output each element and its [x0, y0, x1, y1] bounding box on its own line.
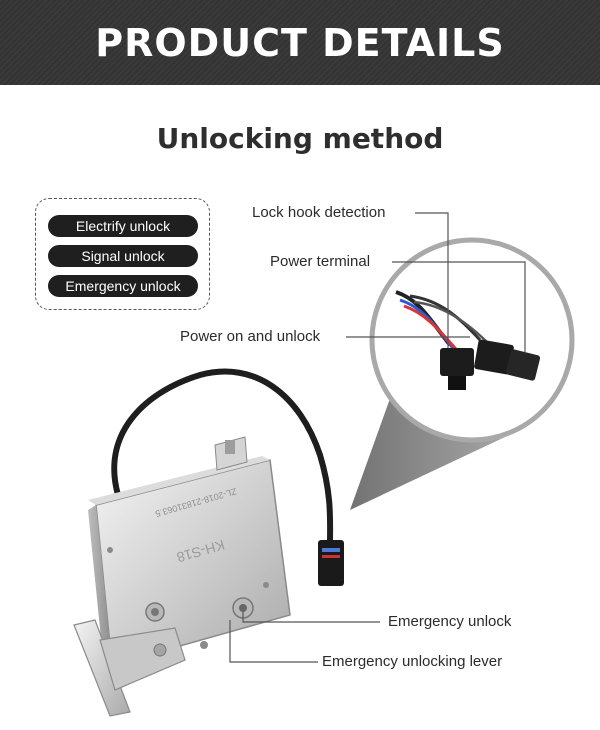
zoom-circle — [369, 237, 575, 443]
method-pill-emergency: Emergency unlock — [48, 275, 198, 297]
page-title: PRODUCT DETAILS — [95, 20, 505, 65]
method-pill-signal: Signal unlock — [48, 245, 198, 267]
callout-lines — [229, 212, 526, 663]
section-subtitle: Unlocking method — [156, 122, 444, 155]
unlock-methods-box: Electrify unlock Signal unlock Emergency… — [35, 198, 210, 310]
method-pill-electrify: Electrify unlock — [48, 215, 198, 237]
lock-body: ZL-2018-21831063.5 KH-S18 — [88, 436, 291, 668]
header-banner: PRODUCT DETAILS — [0, 0, 600, 85]
lock-hook-bracket — [73, 619, 186, 717]
callout-power-on-unlock: Power on and unlock — [180, 328, 321, 345]
callout-emergency-unlock: Emergency unlock — [388, 613, 512, 630]
callout-lock-hook-detection: Lock hook detection — [252, 204, 386, 221]
zoom-connectors — [440, 339, 541, 390]
main-cable — [111, 368, 334, 546]
callout-emergency-lever: Emergency unlocking lever — [322, 653, 503, 670]
callout-power-terminal: Power terminal — [270, 253, 371, 270]
cable-connector — [318, 540, 344, 586]
